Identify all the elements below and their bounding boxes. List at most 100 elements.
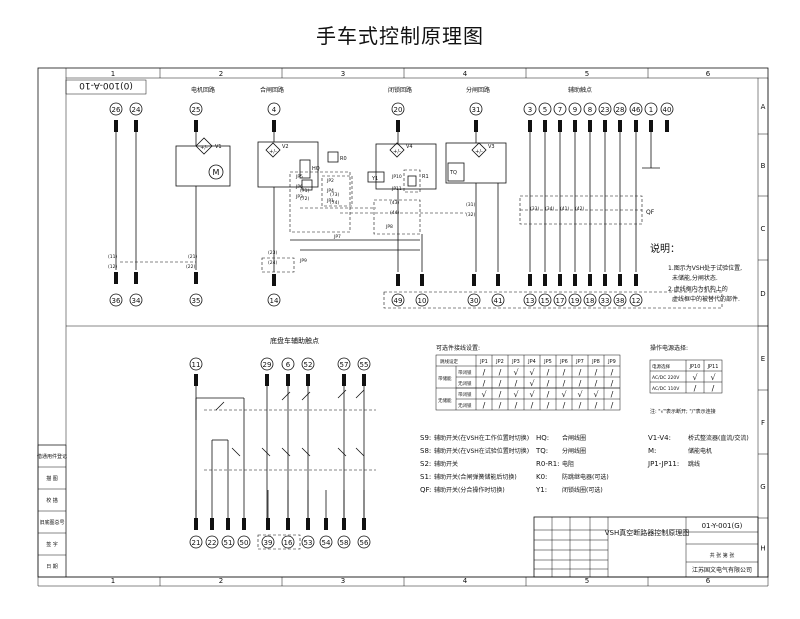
side-label: 旧底图总号 [39,519,64,526]
bottom-terminal: 13 [523,293,537,307]
svg-text:/: / [547,379,550,388]
top-terminal: 9 [568,102,582,116]
page-title: 手车式控制原理图 [316,24,484,48]
top-terminal: 1 [644,102,658,116]
legend-text: 合闸线圈 [562,434,586,442]
lower-top-terminal: 52 [301,357,315,371]
svg-text:/: / [579,368,582,377]
svg-text:√: √ [692,373,698,382]
svg-text:JP3: JP3 [511,359,520,365]
bottom-terminal: 34 [129,293,143,307]
row-marker: H [760,545,765,553]
inner-frame [65,77,769,578]
blocking-circuit: +/- V4 Y1 R1 [367,142,437,235]
svg-text:58: 58 [340,539,349,547]
pin-label: (44) [390,210,399,216]
svg-text:54: 54 [322,539,331,547]
svg-text:21: 21 [192,539,201,547]
opening-circuit: +/- V3 TQ [445,142,507,184]
svg-text:41: 41 [494,297,503,305]
svg-text:带储能: 带储能 [438,375,452,382]
svg-text:1: 1 [649,106,653,114]
top-terminal: 46 [629,102,643,116]
svg-text:AC/DC 110V: AC/DC 110V [652,386,680,392]
svg-text:9: 9 [573,106,577,114]
lower-bottom-terminal: 51 [221,535,235,549]
jumper-label: JP9 [299,258,307,264]
lower-top-terminal: 29 [260,357,274,371]
column-marker-top: 5 [585,70,589,78]
legend-switches: S9:辅助开关(在VSH在工作位置时切换)S8:辅助开关(在VSH在试验位置时切… [420,434,529,494]
pin-label: (23) [268,250,277,256]
motor-circuit: +/- V1 M [175,137,231,187]
legend-code: R0-R1: [536,460,560,468]
svg-text:无闭锁: 无闭锁 [458,380,472,387]
legend-text: 辅助开关(在VSH在工作位置时切换) [434,434,529,442]
pin-label: (74) [330,200,339,206]
svg-text:+/-: +/- [200,145,208,151]
legend-components: HQ:合闸线圈TQ:分闸线圈R0-R1:电阻K0:防跳继电器(可选)Y1:闭锁线… [535,434,609,494]
svg-text:/: / [595,368,598,377]
svg-text:JP2: JP2 [495,359,504,365]
upper-wiring: (11)(12)(21)(22)(23)(24)(31)(32)(33)(34)… [108,120,669,286]
svg-text:/: / [712,384,715,393]
lower-dash-box [257,534,301,550]
svg-text:5: 5 [543,106,547,114]
svg-text:52: 52 [304,361,313,369]
column-marker-bottom: 1 [111,577,115,585]
legend-text: 储能电机 [688,447,712,455]
bottom-terminal: 18 [583,293,597,307]
lower-bottom-terminal: 16 [281,535,295,549]
legend-code: S1: [420,473,431,481]
sheet-info: 共 张 第 张 [710,552,735,559]
jumper-label: JP4 [326,188,334,194]
svg-text:/: / [694,384,697,393]
svg-text:无储能: 无储能 [438,397,452,404]
svg-text:55: 55 [360,361,369,369]
jumper-label: JP10 [391,174,402,180]
svg-text:53: 53 [304,539,313,547]
svg-text:/: / [579,401,582,410]
lower-top-terminal: 6 [281,357,295,371]
svg-text:JP1: JP1 [479,359,488,365]
legend-text: 跳线 [688,460,700,468]
row-marker: E [761,355,765,363]
svg-text:/: / [563,368,566,377]
pin-label: (73) [330,192,339,198]
row-marker: A [761,103,766,111]
lower-bottom-terminal: 39 [261,535,275,549]
svg-text:/: / [499,390,502,399]
top-terminal: 40 [660,102,674,116]
lower-wiring [194,374,376,530]
svg-text:/: / [483,379,486,388]
svg-text:+/-: +/- [475,149,483,155]
section-title: 辅助触点 [568,86,592,94]
pin-label: (72) [300,196,309,202]
svg-text:20: 20 [394,106,403,114]
legend-code: TQ: [535,447,548,455]
drawing-number-top: (0)100-A-10 [79,80,133,90]
top-section-titles: 电机回路合闸回路闭锁回路分闸回路辅助触点 [191,86,592,94]
pin-label: (24) [268,260,277,266]
note-line-4: 虚线框中的被替代的部件. [672,295,740,303]
pin-label: (31) [466,202,475,208]
v2-label: V2 [282,144,289,150]
top-terminal: 23 [598,102,612,116]
svg-text:跳线设定: 跳线设定 [440,358,458,365]
bottom-terminal: 12 [629,293,643,307]
lower-bottom-terminal: 22 [205,535,219,549]
svg-text:4: 4 [272,106,277,114]
column-marker-top: 4 [463,70,468,78]
v1-label: V1 [215,144,222,150]
svg-text:带闭锁: 带闭锁 [458,369,472,376]
jp-table-caption: 可选件接线设置: [436,344,480,352]
legend-text: 桥式整流器(直流/交流) [688,434,749,442]
legend-code: Y1: [535,486,547,494]
svg-text:/: / [611,368,614,377]
svg-text:+/-: +/- [393,149,401,155]
svg-text:28: 28 [616,106,625,114]
legend-text: 防跳继电器(可选) [562,473,609,481]
